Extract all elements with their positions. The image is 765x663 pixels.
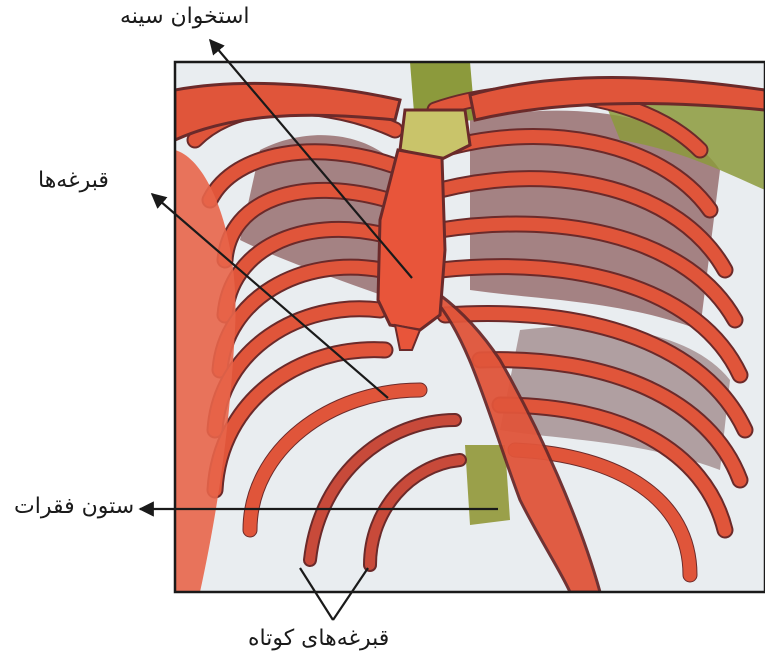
ribcage-illustration: [175, 62, 765, 592]
label-short-ribs: قبرغه‌های کوتاه: [248, 626, 389, 652]
label-sternum: استخوان سینه: [120, 4, 250, 30]
label-ribs: قبرغه‌ها: [38, 168, 109, 194]
label-spine: ستون فقرات: [14, 494, 134, 520]
